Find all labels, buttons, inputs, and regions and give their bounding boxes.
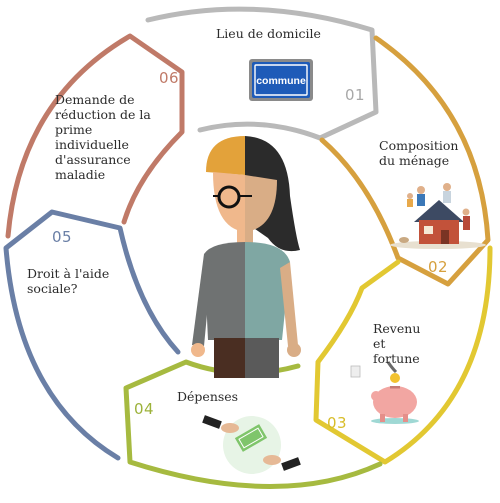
money-exchange-icon	[202, 415, 301, 474]
cycle-ring	[3, 6, 493, 489]
segment-02-border	[319, 35, 491, 287]
segment-01-number: 01	[345, 86, 366, 104]
piggy-bank-icon	[350, 361, 419, 424]
segment-05-number: 05	[52, 228, 73, 246]
commune-sign-text: commune	[256, 75, 306, 87]
segment-03-label: Revenu et fortune	[373, 321, 421, 366]
segment-04-number: 04	[134, 400, 155, 418]
segment-02-number: 02	[428, 258, 449, 276]
commune-sign-icon: commune	[249, 59, 313, 101]
segment-01-border	[145, 6, 379, 141]
segment-05-border	[3, 209, 181, 461]
segment-06-label: Demande de réduction de la prime individ…	[55, 92, 151, 182]
segment-01-label: Lieu de domicile	[216, 26, 321, 41]
segment-02-label: Composition du ménage	[379, 138, 459, 168]
segment-05-label: Droit à l'aide sociale?	[27, 266, 110, 296]
segment-06-border	[5, 33, 185, 239]
family-house-icon	[390, 183, 486, 249]
segment-04-label: Dépenses	[177, 389, 239, 404]
segment-03-border	[313, 245, 493, 465]
segment-03-number: 03	[327, 414, 348, 432]
segment-06-number: 06	[159, 69, 180, 87]
half-person-icon	[191, 136, 301, 378]
